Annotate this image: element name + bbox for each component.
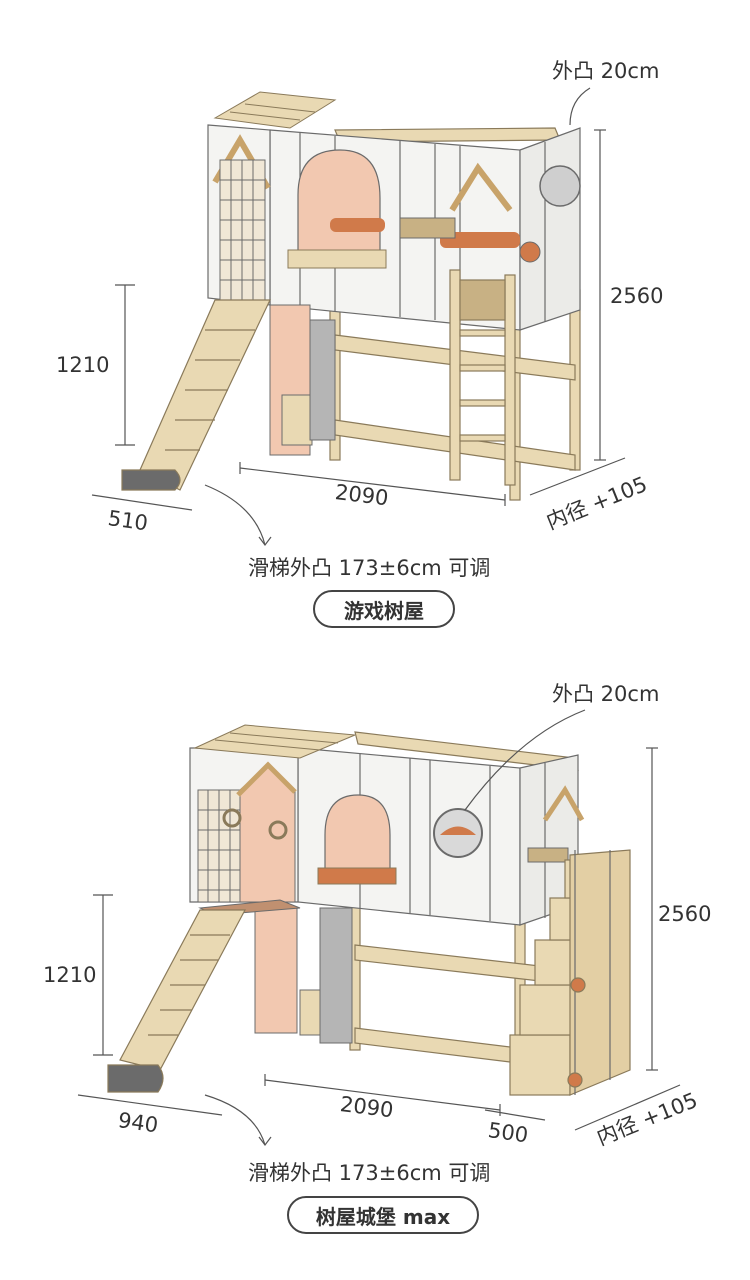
arched-window [324,794,391,883]
window-sill [317,867,397,885]
dimension-lines [77,709,681,1146]
panel-treehouse-castle-max: 外凸 20cm 2560 1210 2090 940 500 内径 +105 滑… [0,640,750,1280]
treehouse-drawing-1: 外凸 20cm 2560 1210 2090 510 内径 +105 [56,59,663,546]
panel-game-treehouse: 外凸 20cm 2560 1210 2090 510 内径 +105 滑梯外凸 … [56,59,663,628]
inner-diameter-label: 内径 +105 [593,1088,701,1150]
arched-window [297,149,381,263]
inner-diameter-label: 内径 +105 [543,472,651,534]
porthole-small [519,241,541,263]
slide-depth-label: 940 [117,1108,160,1137]
model-name-pill: 游戏树屋 [313,590,455,628]
lattice-left [197,789,241,903]
pink-wall-lower [254,907,298,1034]
gable-right [542,785,585,822]
slide-depth-label: 510 [106,506,149,535]
model-name-pill: 树屋城堡 max [287,1196,479,1234]
ring-right [268,820,288,840]
kitchen-unit [281,394,313,446]
slide-note: 滑梯外凸 173±6cm 可调 [248,1161,491,1185]
hanging-sign [399,217,456,239]
slide [121,299,271,491]
slide-note: 滑梯外凸 173±6cm 可调 [248,556,491,580]
width-main-label: 2090 [334,480,390,510]
height-total-label: 2560 [610,284,663,308]
window-sill [287,249,387,269]
ladder [449,269,516,486]
slide [107,909,246,1093]
stair-cabinet [509,849,631,1096]
ring-left [222,808,242,828]
height-total-label: 2560 [658,902,711,926]
dimension-lines [91,87,626,546]
roof-slats [193,724,356,759]
porthole-side [539,165,581,207]
height-platform-label: 1210 [43,963,96,987]
roof-slats [213,91,337,129]
height-platform-label: 1210 [56,353,109,377]
stair-depth-label: 500 [487,1118,530,1147]
treehouse-drawing-2: 外凸 20cm 2560 1210 2090 940 500 内径 +105 [43,682,711,1150]
width-main-label: 2090 [339,1092,395,1122]
protrusion-top-label: 外凸 20cm [552,59,659,83]
gable-right [449,162,513,212]
gable-left [236,761,297,797]
protrusion-top-label: 外凸 20cm [552,682,659,706]
lattice-left [219,159,266,301]
